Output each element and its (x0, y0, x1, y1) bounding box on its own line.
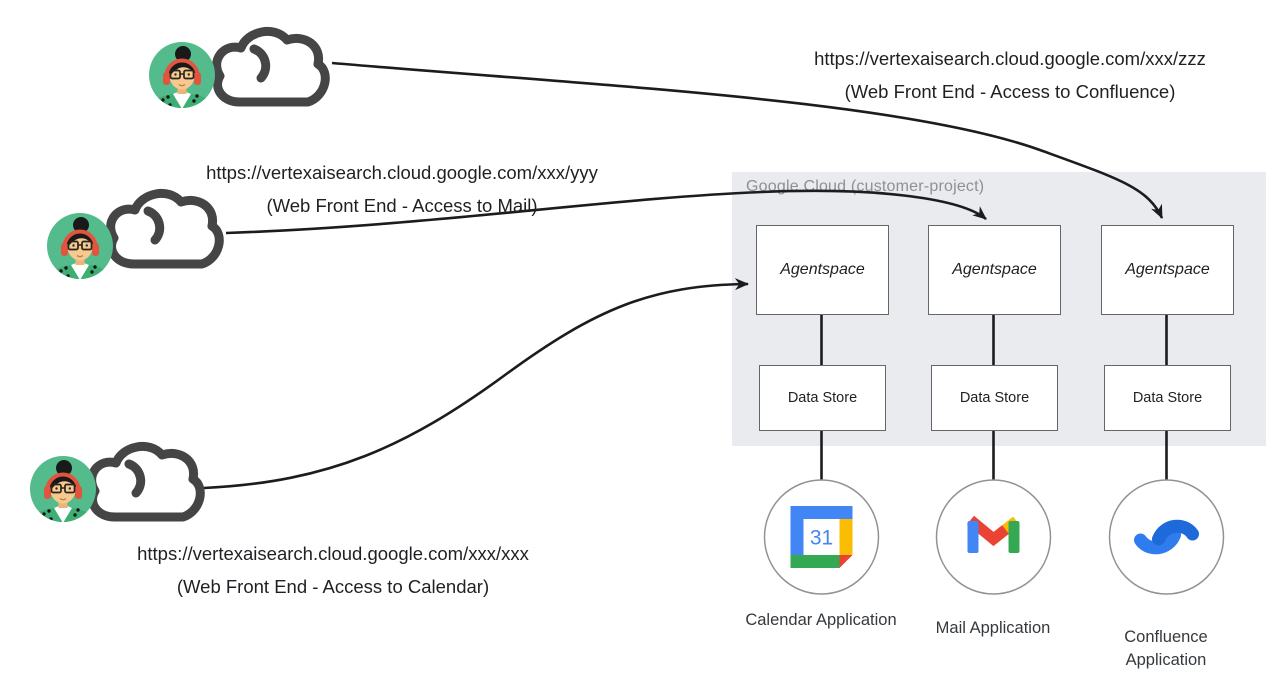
user-avatar (47, 213, 113, 286)
connector-lines (820, 313, 1168, 481)
calendar-application-label: Calendar Application (745, 611, 897, 629)
mail-application-label: Mail Application (935, 619, 1051, 637)
datastore-box-mail: Data Store (931, 365, 1058, 431)
user-top (149, 31, 325, 115)
agentspace-label: Agentspace (1125, 261, 1210, 278)
cloud-icon (217, 31, 326, 102)
datastore-label: Data Store (787, 390, 858, 406)
google-calendar-icon: 31 (790, 506, 853, 568)
agentspace-box-mail: Agentspace (928, 225, 1061, 315)
url-caption: (Web Front End - Access to Confluence) (844, 81, 1176, 102)
user-avatar (149, 42, 215, 115)
url-annotation-mail: https://vertexaisearch.cloud.google.com/… (152, 156, 652, 222)
url-annotation-confluence: https://vertexaisearch.cloud.google.com/… (760, 42, 1260, 108)
datastore-label: Data Store (959, 390, 1030, 406)
agentspace-label: Agentspace (952, 261, 1037, 278)
mail-application-node (935, 479, 1052, 595)
user-bottom (30, 446, 200, 529)
agentspace-box-calendar: Agentspace (756, 225, 889, 315)
url-annotation-calendar: https://vertexaisearch.cloud.google.com/… (83, 537, 583, 603)
arrow-user-bottom-to-agentspace-calendar (203, 278, 749, 490)
agentspace-label: Agentspace (780, 261, 865, 278)
arrow-user-middle-to-agentspace-mail (225, 189, 987, 235)
cloud-icon (92, 446, 201, 517)
datastore-box-calendar: Data Store (759, 365, 886, 431)
arrow-user-top-to-agentspace-confluence (331, 61, 1164, 219)
agentspace-box-confluence: Agentspace (1101, 225, 1234, 315)
datastore-box-confluence: Data Store (1104, 365, 1231, 431)
url-text: https://vertexaisearch.cloud.google.com/… (206, 162, 598, 183)
url-text: https://vertexaisearch.cloud.google.com/… (814, 48, 1206, 69)
calendar-application-node: 31 (763, 479, 880, 595)
confluence-application-node (1108, 479, 1225, 595)
calendar-icon-number: 31 (810, 527, 833, 550)
url-text: https://vertexaisearch.cloud.google.com/… (137, 543, 529, 564)
user-avatar (30, 456, 96, 529)
datastore-label: Data Store (1132, 390, 1203, 406)
url-caption: (Web Front End - Access to Calendar) (176, 576, 490, 597)
confluence-application-label: Confluence Application (1124, 628, 1208, 669)
url-caption: (Web Front End - Access to Mail) (266, 195, 538, 216)
